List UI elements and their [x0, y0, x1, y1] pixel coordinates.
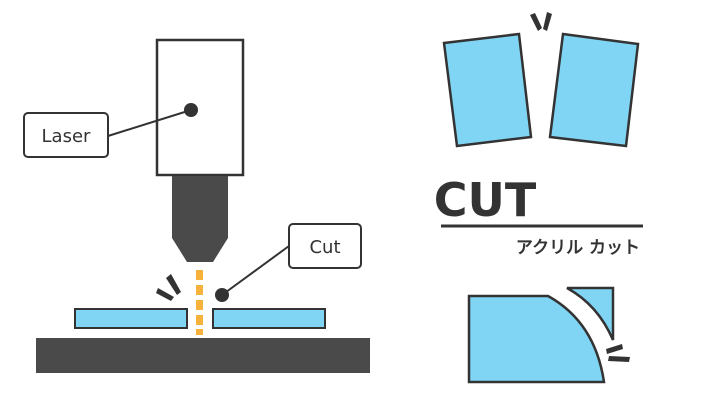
laser-nozzle: [172, 176, 228, 262]
spark-lines-icon: [156, 274, 181, 301]
acrylic-sheet-right: [212, 308, 326, 329]
laser-head-body: [155, 38, 245, 177]
callout-cut: Cut: [215, 223, 362, 302]
machine-base: [36, 338, 370, 373]
split-piece-right: [548, 32, 640, 148]
callout-cut-label: Cut: [309, 237, 340, 258]
spark-lines-icon: [530, 12, 552, 31]
laser-beam: [196, 270, 203, 335]
title-block: CUT アクリル カット: [434, 173, 643, 258]
split-piece-left: [442, 32, 533, 148]
curved-cut-main: [467, 294, 606, 384]
title-cut: CUT: [434, 173, 537, 227]
spark-lines-icon: [606, 344, 630, 362]
acrylic-sheet-left: [74, 308, 188, 329]
callout-laser-label: Laser: [42, 126, 92, 147]
callout-laser: Laser: [23, 109, 192, 158]
split-pieces: [442, 12, 640, 148]
curved-cut-offcut: [566, 286, 615, 341]
subtitle-acrylic-cut: アクリル カット: [516, 238, 640, 258]
curved-cut-piece: [467, 286, 630, 384]
laser-machine: [36, 38, 370, 373]
